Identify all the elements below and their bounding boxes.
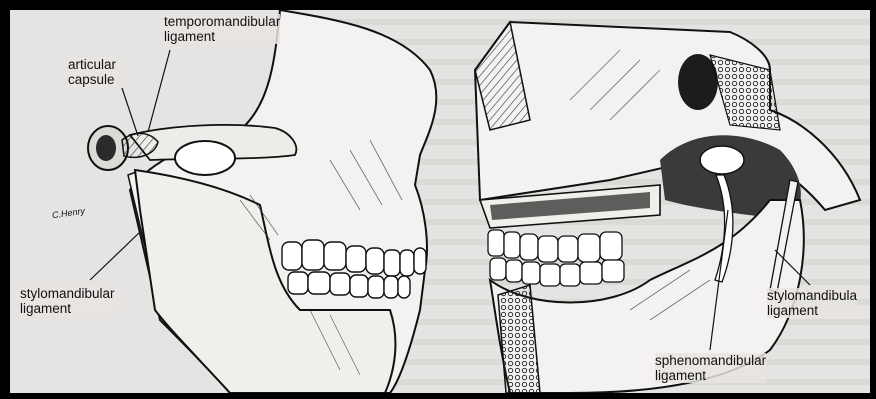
label-line-2: capsule	[68, 72, 116, 87]
label-line-1: stylomandibular	[20, 286, 115, 301]
label-line-2: ligament	[767, 303, 857, 318]
label-stylomandibular-ligament-left: stylomandibular ligament	[20, 286, 115, 316]
label-line-1: sphenomandibular	[655, 353, 766, 368]
label-line-1: stylomandibula	[767, 288, 857, 303]
left-skull-lateral-view	[88, 10, 436, 393]
label-line-1: articular	[68, 57, 116, 72]
label-line-1: temporomandibular	[164, 14, 280, 29]
label-stylomandibular-ligament-right: stylomandibula ligament	[767, 288, 857, 318]
anatomy-illustration	[10, 10, 870, 393]
label-temporomandibular-ligament: temporomandibular ligament	[164, 14, 280, 44]
label-sphenomandibular-ligament: sphenomandibular ligament	[655, 353, 766, 383]
label-line-2: ligament	[655, 368, 766, 383]
label-articular-capsule: articular capsule	[68, 57, 116, 87]
label-line-2: ligament	[164, 29, 280, 44]
label-line-2: ligament	[20, 301, 115, 316]
